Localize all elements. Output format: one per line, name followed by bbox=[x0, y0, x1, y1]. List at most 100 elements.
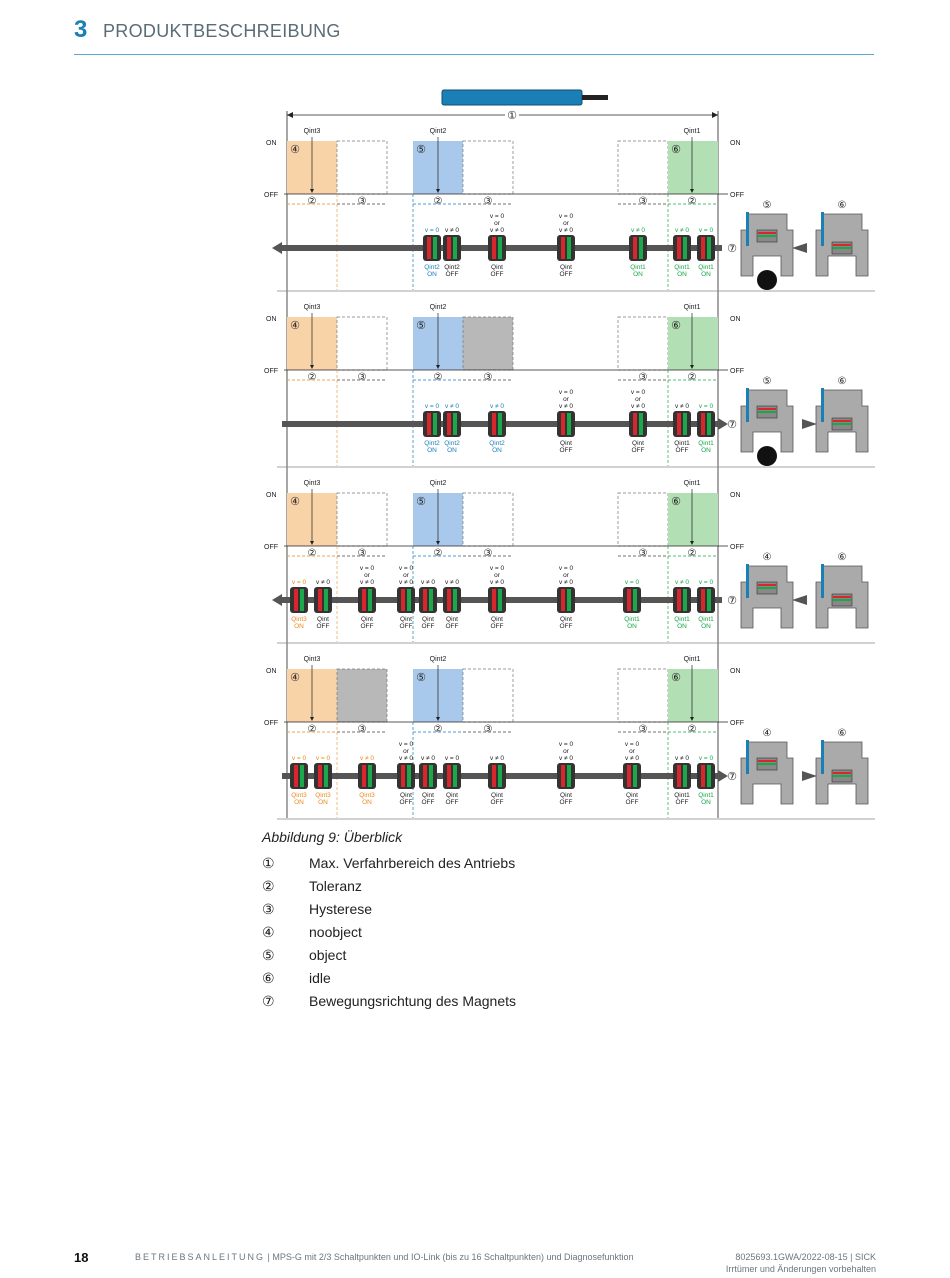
legend-text: Hysterese bbox=[309, 901, 373, 917]
carrier-state: ON bbox=[362, 799, 372, 806]
tolerance-marker: ② bbox=[308, 372, 317, 383]
carrier-body bbox=[623, 587, 641, 613]
pictogram-sensor bbox=[821, 564, 824, 598]
magnet-south bbox=[453, 237, 457, 259]
magnet-south bbox=[707, 765, 711, 787]
carrier-body bbox=[290, 763, 308, 789]
switchpoint-label: Qint3 bbox=[304, 128, 321, 135]
arrow-head bbox=[690, 717, 694, 721]
magnet-north bbox=[627, 765, 631, 787]
pictogram-sensor bbox=[746, 740, 749, 774]
arrow-head bbox=[310, 541, 314, 545]
magnet-south bbox=[300, 765, 304, 787]
carrier-state: ON bbox=[633, 271, 643, 278]
carrier-body bbox=[697, 235, 715, 261]
carrier-body bbox=[673, 763, 691, 789]
magnet-north bbox=[627, 589, 631, 611]
carrier-state: Qint bbox=[626, 792, 638, 799]
tolerance-marker: ② bbox=[688, 196, 697, 207]
direction-marker: ⑦ bbox=[727, 243, 737, 255]
carrier-body bbox=[314, 587, 332, 613]
tolerance-marker: ③ bbox=[358, 196, 367, 207]
carrier-body bbox=[314, 763, 332, 789]
carrier-body bbox=[443, 763, 461, 789]
on-label: ON bbox=[730, 140, 741, 147]
legend-text: Bewegungsrichtung des Magnets bbox=[309, 993, 517, 1009]
pictogram-magnet-s bbox=[758, 411, 776, 413]
carrier-velocity: or bbox=[563, 748, 570, 755]
direction-arrow bbox=[272, 242, 282, 254]
zone-box bbox=[462, 492, 514, 547]
pictogram-marker: ⑥ bbox=[838, 376, 847, 387]
magnet-north bbox=[318, 765, 322, 787]
carrier-state: OFF bbox=[676, 799, 689, 806]
zone-marker: ⑥ bbox=[671, 144, 681, 156]
magnet-north bbox=[447, 413, 451, 435]
pictogram-sensor bbox=[746, 388, 749, 422]
carrier-state: OFF bbox=[446, 799, 459, 806]
switchpoint-label: Qint2 bbox=[430, 304, 447, 311]
actuator-pictogram: ⑥ bbox=[815, 200, 869, 277]
legend-number: ⑥ bbox=[262, 970, 275, 986]
magnet-south bbox=[683, 237, 687, 259]
carrier-velocity: v ≠ 0 bbox=[625, 755, 639, 762]
magnet-north bbox=[701, 413, 705, 435]
carrier-body bbox=[673, 235, 691, 261]
zone-box bbox=[617, 140, 669, 195]
off-label: OFF bbox=[730, 544, 744, 551]
legend-text: idle bbox=[309, 970, 331, 986]
pictogram-housing bbox=[740, 741, 794, 805]
magnet-south bbox=[453, 413, 457, 435]
tolerance-marker: ③ bbox=[639, 548, 648, 559]
sensor-body bbox=[441, 89, 583, 106]
tolerance-marker: ③ bbox=[484, 196, 493, 207]
magnet-south bbox=[567, 237, 571, 259]
carrier-velocity: or bbox=[635, 396, 642, 403]
carrier-state: OFF bbox=[422, 799, 435, 806]
zone-box bbox=[617, 316, 669, 371]
actuator-pictogram: ⑤ bbox=[740, 200, 794, 290]
carrier-state: ON bbox=[492, 447, 502, 454]
off-label: OFF bbox=[730, 192, 744, 199]
carrier-state: Qint3 bbox=[291, 616, 307, 623]
carrier-state: Qint1 bbox=[674, 264, 690, 271]
carrier-velocity: v ≠ 0 bbox=[445, 579, 459, 586]
arrow-head bbox=[436, 541, 440, 545]
pictogram-arrow bbox=[792, 595, 807, 605]
carrier-velocity: v ≠ 0 bbox=[559, 755, 573, 762]
carrier-state: OFF bbox=[422, 623, 435, 630]
carrier-state: ON bbox=[427, 447, 437, 454]
off-label: OFF bbox=[264, 192, 278, 199]
legend-text: Max. Verfahrbereich des Antriebs bbox=[309, 855, 516, 871]
carrier-velocity: v = 0 bbox=[625, 579, 640, 586]
arrow-head bbox=[690, 365, 694, 369]
carrier-velocity: v ≠ 0 bbox=[399, 579, 413, 586]
off-label: OFF bbox=[264, 368, 278, 375]
legend-text: noobject bbox=[309, 924, 362, 940]
carrier-body bbox=[419, 587, 437, 613]
zone-box bbox=[336, 140, 388, 195]
carrier-velocity: v = 0 bbox=[559, 565, 574, 572]
magnet-south bbox=[429, 589, 433, 611]
carrier-body bbox=[697, 587, 715, 613]
carrier-velocity: v = 0 bbox=[699, 579, 714, 586]
carrier-body bbox=[419, 763, 437, 789]
carrier-state: Qint1 bbox=[674, 616, 690, 623]
pictogram-marker: ⑥ bbox=[838, 200, 847, 211]
carrier-state: OFF bbox=[560, 447, 573, 454]
document-title: BETRIEBSANLEITUNG | MPS-G mit 2/3 Schalt… bbox=[135, 1252, 634, 1262]
pictogram-marker: ④ bbox=[763, 552, 772, 563]
carrier-state: Qint bbox=[560, 792, 572, 799]
arrow-head bbox=[310, 365, 314, 369]
carrier-body bbox=[397, 763, 415, 789]
magnet-north bbox=[401, 589, 405, 611]
pictogram-magnet-n bbox=[758, 584, 776, 586]
